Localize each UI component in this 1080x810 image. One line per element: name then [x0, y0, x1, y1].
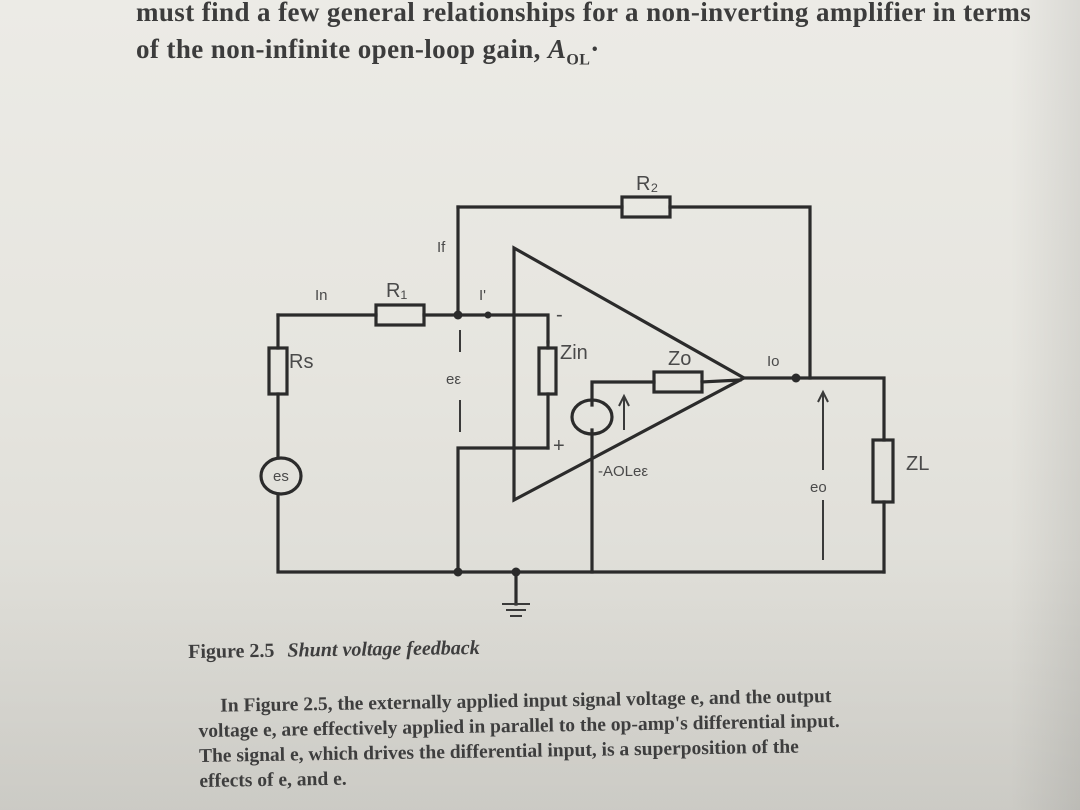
body-paragraph: In Figure 2.5, the externally applied in… — [198, 681, 999, 794]
label-io: Io — [767, 353, 780, 370]
label-minus: - — [556, 304, 563, 326]
wire-noninverting — [456, 446, 550, 574]
resistor-rs — [267, 346, 289, 396]
resistor-zl — [871, 438, 895, 504]
node-summing — [453, 310, 463, 320]
label-iin: In — [315, 287, 328, 304]
label-plus: + — [553, 435, 565, 457]
label-r1: R₁ — [386, 280, 407, 302]
aol-symbol: AOL — [547, 34, 591, 69]
source-es — [259, 456, 303, 496]
top-line-1-text: must find a few general relationships fo… — [136, 0, 1032, 27]
opamp-triangle — [512, 245, 748, 503]
top-line-2: of the non-infinite open-loop gain, AOL· — [136, 31, 1076, 78]
label-zin: Zin — [560, 342, 588, 364]
page-shadow — [1010, 0, 1080, 810]
node-inverting — [484, 311, 492, 319]
label-r2: R₂ — [636, 173, 658, 195]
label-gain-source: -AOLeε — [598, 463, 648, 480]
page-shadow-bottom — [0, 550, 1080, 810]
resistor-r2 — [620, 195, 672, 219]
wire-feedback — [456, 205, 812, 380]
resistor-zin — [537, 346, 558, 396]
top-paragraph: must find a few general relationships fo… — [136, 0, 1076, 78]
label-rs: Rs — [289, 351, 313, 373]
figure-caption: Figure 2.5 Shunt voltage feedback — [188, 637, 480, 664]
wire-input — [276, 313, 550, 344]
node-output — [791, 373, 801, 383]
caption-title: Shunt voltage feedback — [287, 636, 480, 662]
label-e-eps: eε — [446, 371, 461, 388]
source-gain — [570, 398, 614, 436]
resistor-r1 — [374, 303, 426, 327]
wire-internal — [590, 378, 742, 574]
wire-output — [742, 376, 886, 574]
resistor-zo — [652, 370, 704, 394]
top-line-1: must find a few general relationships fo… — [136, 0, 1076, 31]
label-eo: eo — [810, 479, 827, 496]
voltage-arrow-eo — [817, 389, 829, 560]
label-zl: ZL — [906, 453, 929, 475]
label-if: If — [437, 239, 446, 256]
node-ground-left — [453, 567, 463, 577]
ground-icon — [502, 603, 530, 617]
label-es: es — [273, 468, 289, 485]
label-zo: Zo — [668, 348, 691, 370]
top-line-2-text: of the non-infinite open-loop gain, — [136, 34, 548, 64]
label-iprime: I' — [479, 287, 486, 304]
wire-source-loop — [276, 313, 886, 574]
source-arrow — [618, 393, 630, 430]
top-line-2-end: · — [590, 34, 600, 64]
caption-number: Figure 2.5 — [188, 639, 275, 663]
